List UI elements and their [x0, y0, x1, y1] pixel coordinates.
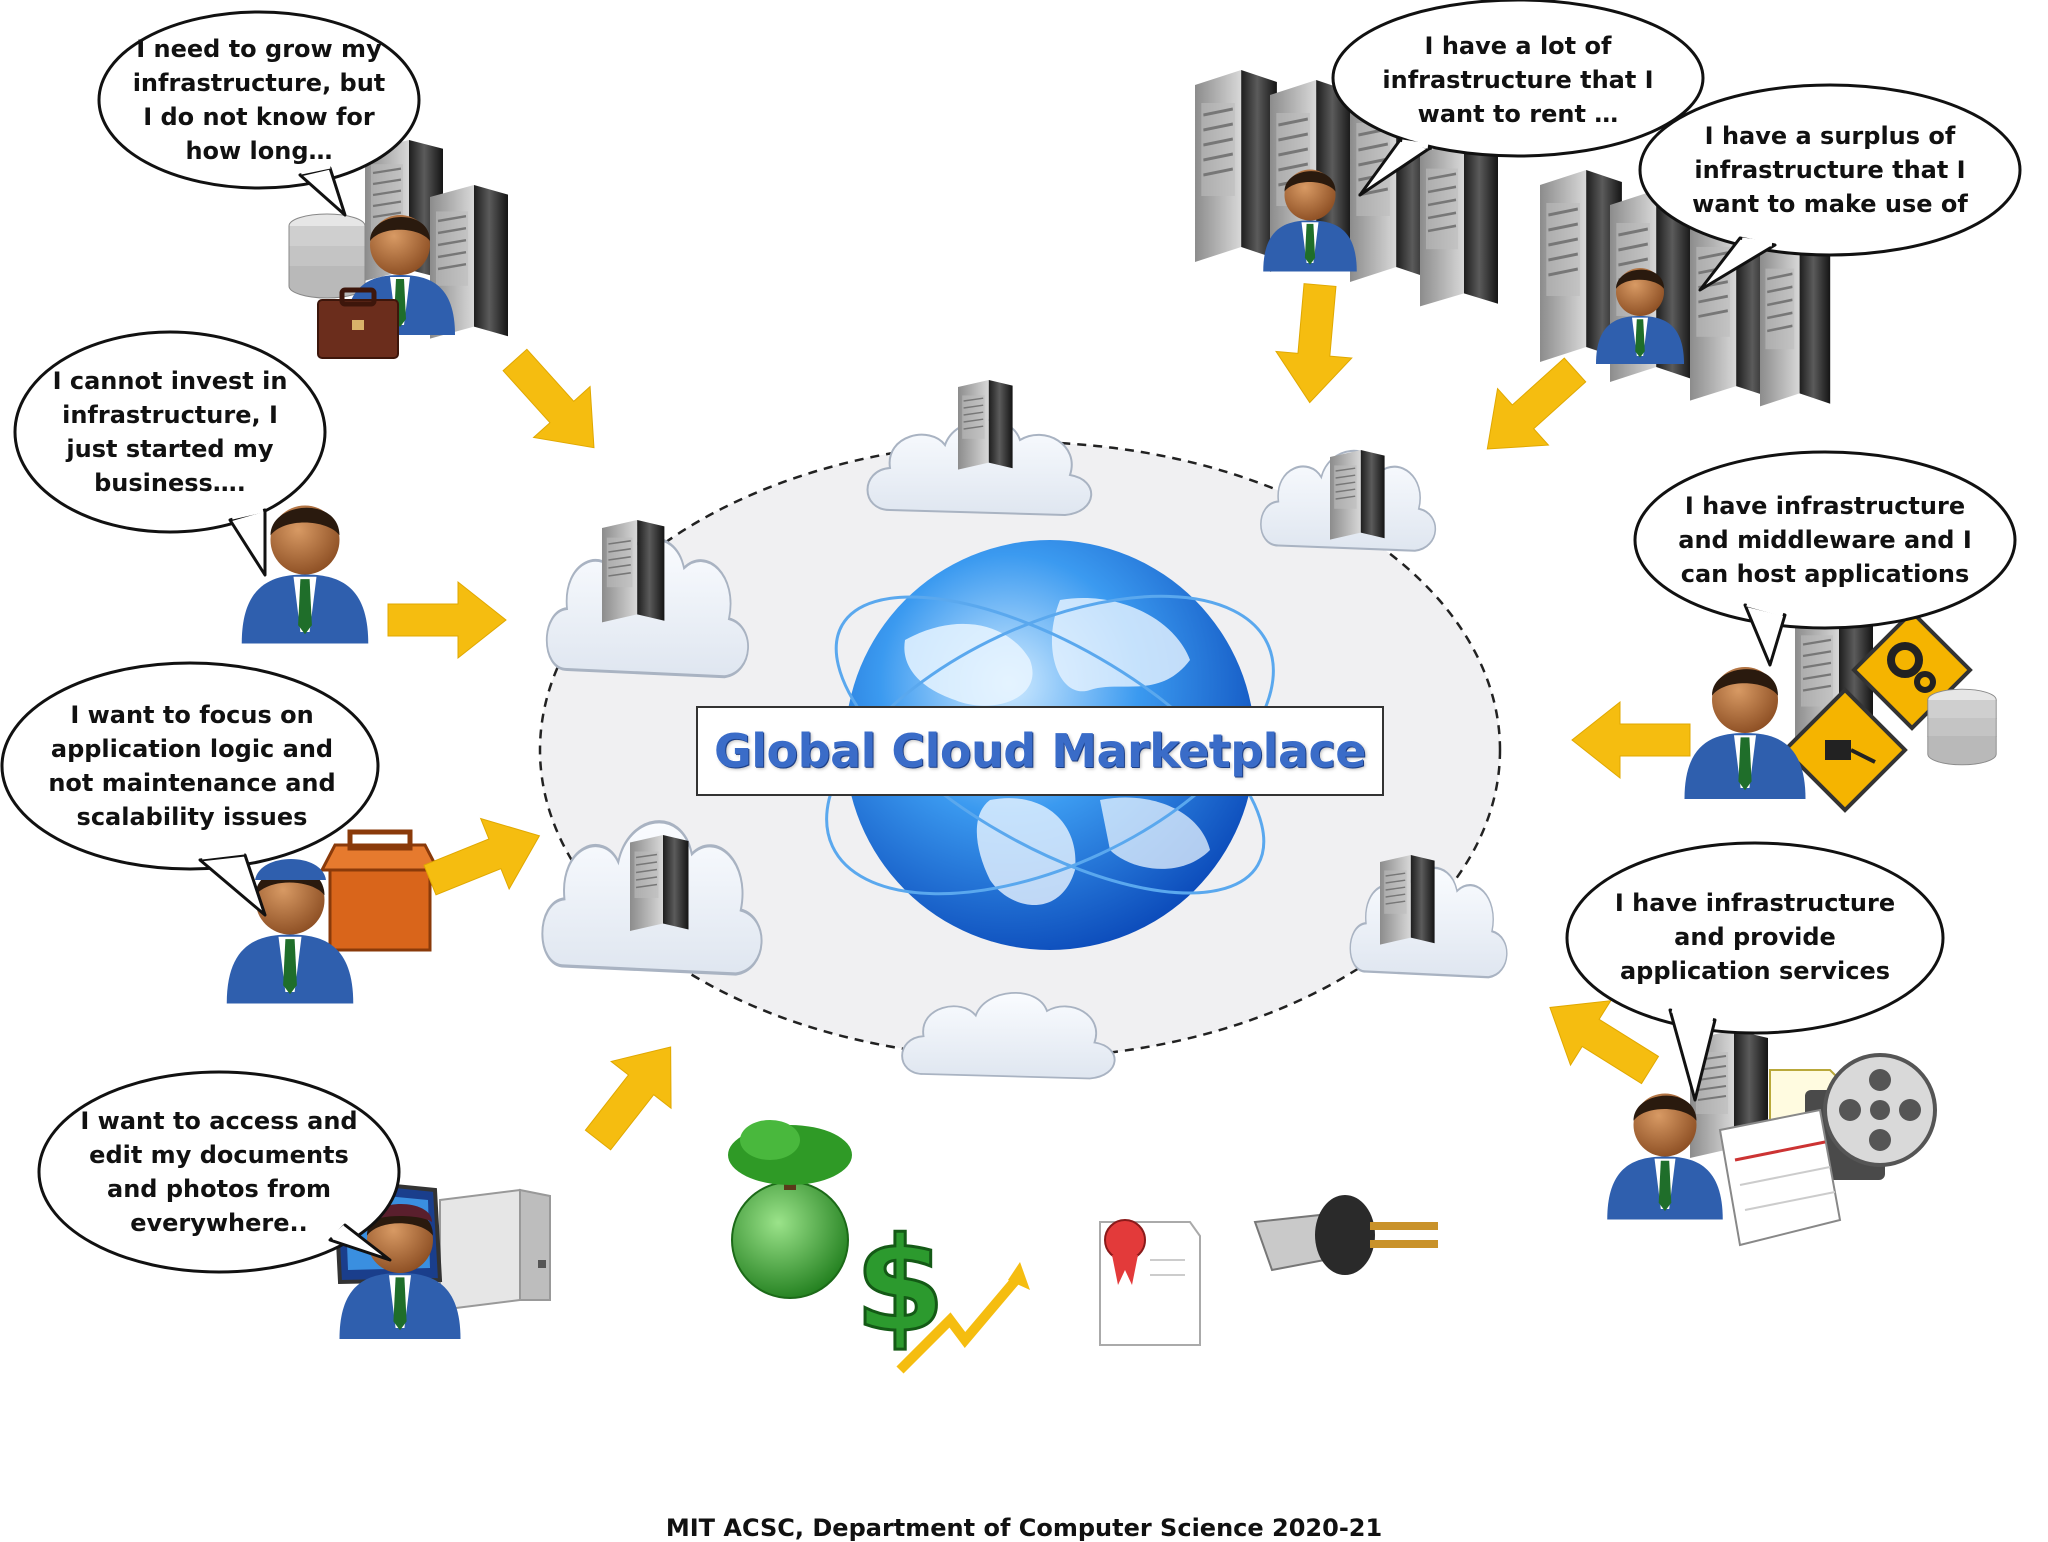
- tree-globe-icon: [728, 1120, 852, 1299]
- speech-bubble-host-applications: I have infrastructure and middleware and…: [1678, 492, 1972, 588]
- speech-bubble-focus-application: I want to focus on application logic and…: [48, 701, 336, 831]
- speech-bubble-grow-infrastructure: I need to grow my infrastructure, but I …: [132, 35, 386, 165]
- speech-bubble-shape: [97, 10, 421, 217]
- speech-bubble-shape: [1633, 450, 2017, 667]
- speech-bubble-access-documents: I want to access and edit my documents a…: [80, 1107, 358, 1237]
- dollar-growth-icon: $: [853, 1208, 1030, 1374]
- arrow-icon: [415, 800, 555, 916]
- briefcase-icon: [317, 287, 399, 359]
- arrow-icon: [1571, 701, 1691, 779]
- marketplace-title-box: Global Cloud Marketplace: [696, 706, 1384, 796]
- speech-bubble-shape: [1565, 841, 1945, 1102]
- user-icon: [1684, 667, 1806, 799]
- speech-bubble-rent-infrastructure: I have a lot of infrastructure that I wa…: [1382, 32, 1654, 128]
- arrow-icon: [387, 581, 507, 659]
- power-plug-icon: [1253, 1195, 1438, 1275]
- plug-warning-icon: [1782, 687, 1908, 813]
- footer-credit: MIT ACSC, Department of Computer Science…: [665, 1514, 1383, 1542]
- cloud-icon: [1259, 449, 1437, 552]
- database-icon: [288, 213, 366, 299]
- marketplace-title: Global Cloud Marketplace: [714, 724, 1366, 778]
- film-reel-icon: [1805, 1053, 1937, 1180]
- speech-bubble-application-services: I have infrastructure and provide applic…: [1614, 889, 1896, 985]
- calendar-icon: [1718, 1108, 1842, 1247]
- speech-bubble-surplus-infrastructure: I have a surplus of infrastructure that …: [1692, 122, 1968, 218]
- speech-bubble-shape: [0, 661, 380, 917]
- speech-bubble-shape: [1638, 83, 2022, 292]
- arrow-icon: [1271, 281, 1359, 407]
- certificate-icon: [1099, 1219, 1201, 1346]
- speech-bubble-shape: [1331, 0, 1705, 197]
- database-icon: [1927, 688, 1997, 766]
- cloud-icon: [866, 379, 1093, 516]
- toolbox-icon: [319, 829, 441, 952]
- arrow-icon: [1461, 341, 1601, 478]
- user-icon: [226, 859, 354, 1004]
- speech-bubble-shape: [13, 330, 327, 577]
- arrow-icon: [567, 1023, 702, 1164]
- speech-bubble-cannot-invest: I cannot invest in infrastructure, I jus…: [52, 367, 288, 497]
- arrow-icon: [486, 334, 623, 474]
- speech-bubble-shape: [37, 1070, 401, 1274]
